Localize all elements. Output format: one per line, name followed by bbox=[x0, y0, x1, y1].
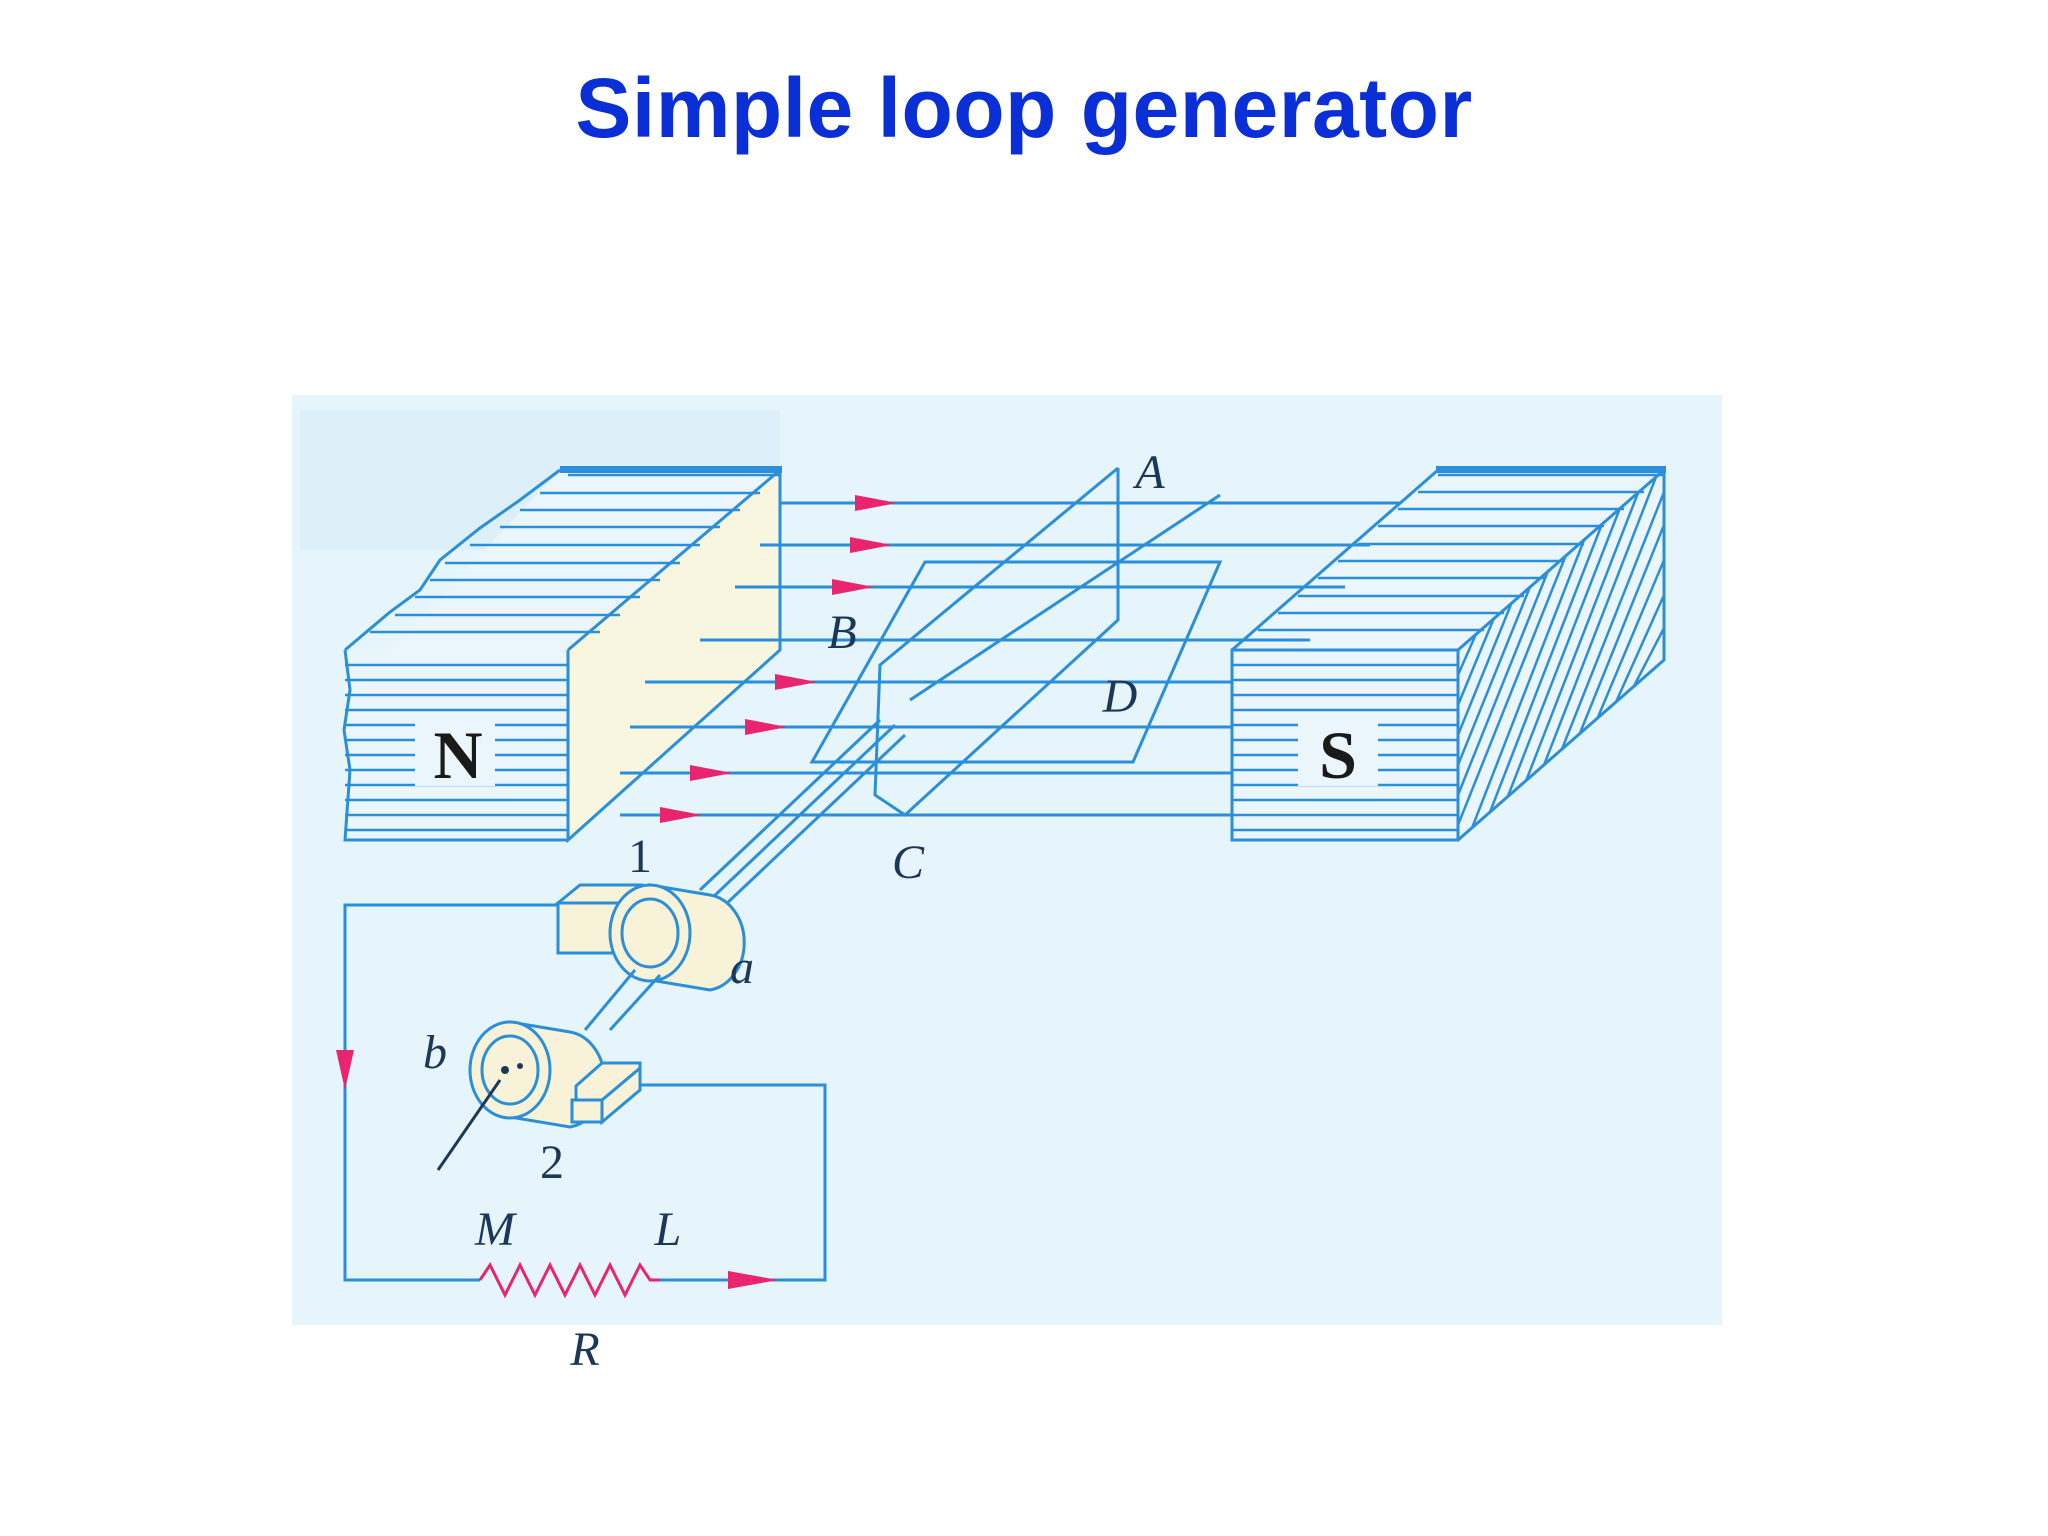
circuit-arrow-down bbox=[336, 1050, 354, 1090]
load-resistor bbox=[478, 1261, 660, 1299]
brush-2-label: 2 bbox=[540, 1136, 564, 1189]
terminal-l-label: L bbox=[654, 1203, 682, 1256]
brush-2 bbox=[570, 1061, 642, 1126]
slip-ring-a-label: a bbox=[730, 941, 754, 994]
circuit-arrow-right bbox=[728, 1271, 778, 1289]
coil-corner-c-label: C bbox=[892, 836, 925, 889]
north-pole bbox=[342, 466, 782, 844]
north-pole-label: N bbox=[433, 717, 482, 793]
coil-corner-a-label: A bbox=[1132, 446, 1165, 499]
north-label-backdrop bbox=[415, 720, 495, 786]
terminal-m-label: M bbox=[474, 1203, 518, 1256]
slip-ring-a bbox=[608, 883, 746, 992]
south-label-backdrop bbox=[1298, 720, 1378, 786]
flux-arrows bbox=[660, 495, 897, 823]
south-pole-label: S bbox=[1319, 717, 1357, 793]
slip-ring-b-label: b bbox=[423, 1026, 447, 1079]
shaft bbox=[583, 969, 662, 1032]
coil-corner-d-label: D bbox=[1102, 670, 1138, 723]
resistor-r-label: R bbox=[569, 1323, 599, 1376]
brush-1-label: 1 bbox=[628, 830, 652, 883]
slide-title: Simple loop generator bbox=[575, 61, 1473, 155]
coil-corner-b-label: B bbox=[827, 606, 856, 659]
coil-loop bbox=[698, 466, 1223, 908]
